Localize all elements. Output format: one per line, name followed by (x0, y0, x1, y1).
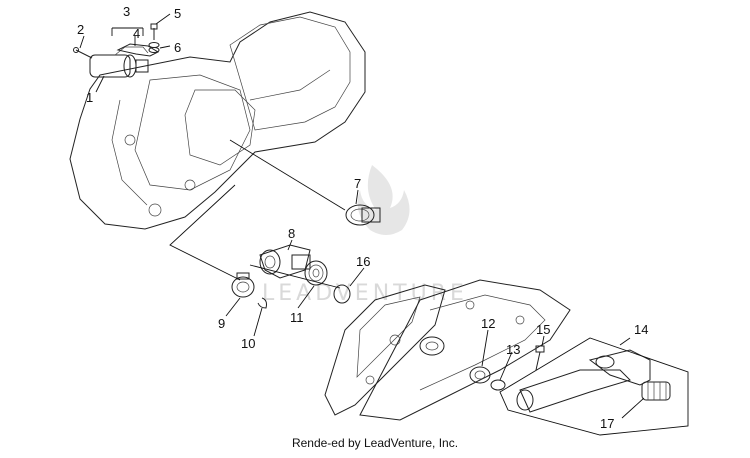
bolt-15 (535, 345, 545, 371)
callout-4: 4 (133, 26, 140, 41)
kickstart-shaft-8 (259, 244, 311, 279)
washer-6 (148, 42, 160, 53)
side-cover (324, 279, 571, 421)
callout-leaders (79, 13, 645, 419)
callout-7: 7 (354, 176, 361, 191)
kick-rubber-17 (641, 381, 671, 401)
washer-13 (490, 379, 506, 391)
callout-9: 9 (218, 316, 225, 331)
seal-12 (469, 366, 491, 384)
callouts: 1 2 3 4 5 6 7 8 9 10 11 12 13 14 15 16 1… (77, 4, 648, 431)
spring-11 (304, 260, 328, 286)
callout-15: 15 (536, 322, 550, 337)
explode-lines (169, 184, 341, 289)
callout-5: 5 (174, 6, 181, 21)
ring-16 (333, 284, 351, 304)
callout-2: 2 (77, 22, 84, 37)
callout-10: 10 (241, 336, 255, 351)
kick-lever-frame (499, 337, 689, 436)
engine-case (69, 11, 366, 230)
callout-12: 12 (481, 316, 495, 331)
callout-16: 16 (356, 254, 370, 269)
callout-14: 14 (634, 322, 648, 337)
bracket-4 (116, 43, 160, 57)
callout-11: 11 (290, 310, 304, 325)
callout-1: 1 (86, 90, 93, 105)
watermark: LEADVENTURE (262, 165, 468, 306)
callout-6: 6 (174, 40, 181, 55)
starter-gear-7 (229, 139, 381, 226)
starter-motor (89, 46, 149, 78)
callout-8: 8 (288, 226, 295, 241)
clip-10 (257, 297, 267, 309)
callout-3: 3 (123, 4, 130, 19)
watermark-text: LEADVENTURE (262, 281, 468, 306)
kick-lever-14 (516, 349, 651, 413)
gear-9 (231, 272, 255, 298)
render-credit: Rende-ed by LeadVenture, Inc. (291, 436, 459, 450)
bolt-5 (150, 23, 158, 40)
callout-17: 17 (600, 416, 614, 431)
callout-13: 13 (506, 342, 520, 357)
bolt-2 (73, 47, 93, 59)
